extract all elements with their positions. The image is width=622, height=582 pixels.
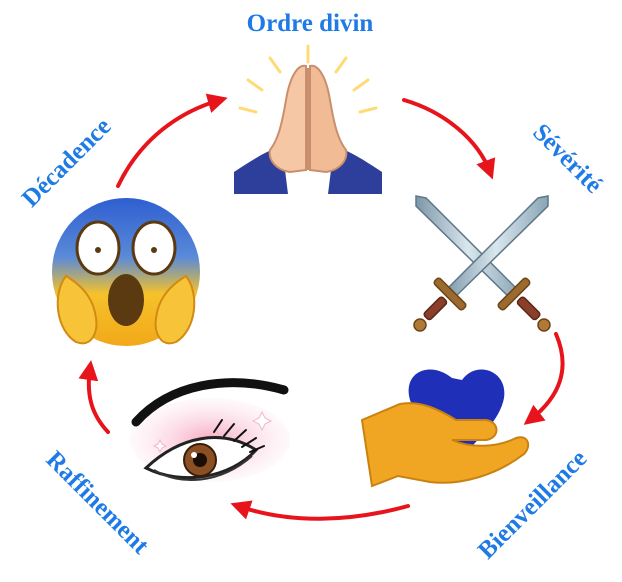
arrow-ordre-to-severite	[402, 98, 496, 180]
screaming-face-icon	[52, 198, 200, 346]
eye-makeup-icon	[130, 378, 290, 482]
label-severite: Sévérité	[527, 119, 607, 199]
praying-hands-icon	[234, 44, 382, 194]
arrow-bienveillance-to-raffinement	[230, 500, 410, 521]
cycle-arrows	[78, 93, 565, 521]
hand-holding-heart-icon	[360, 369, 530, 488]
arrow-decadence-to-ordre	[116, 93, 228, 188]
crossed-swords-icon	[413, 195, 551, 332]
label-raffinement: Raffinement	[41, 446, 155, 560]
label-ordre-divin: Ordre divin	[247, 10, 374, 37]
arrow-severite-to-bienveillance	[523, 332, 565, 425]
label-decadence: Décadence	[17, 113, 117, 213]
arrow-raffinement-to-decadence	[78, 360, 110, 434]
